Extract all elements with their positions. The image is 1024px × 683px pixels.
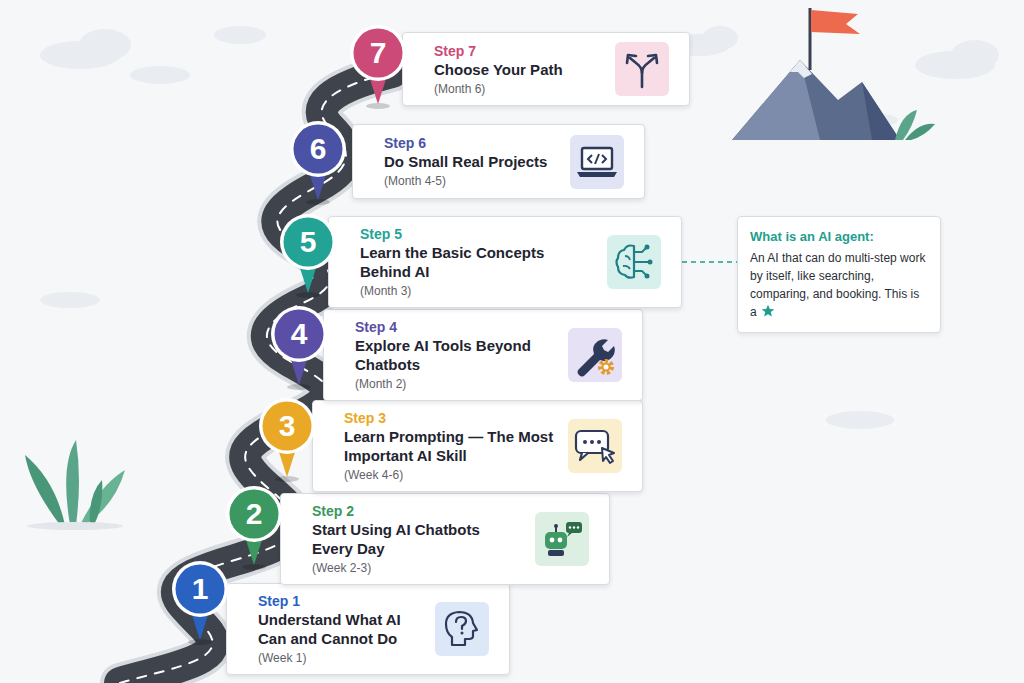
callout-body: An AI that can do multi-step work by its…: [750, 251, 925, 319]
step-title: Explore AI Tools Beyond Chatbots: [355, 336, 555, 374]
step-label: Step 1: [258, 592, 423, 610]
step-card: Step 5Learn the Basic Concepts Behind AI…: [328, 216, 682, 308]
clouds: [40, 26, 999, 429]
step-label: Step 3: [344, 409, 556, 427]
step-title: Learn the Basic Concepts Behind AI: [360, 243, 595, 281]
map-pin: 5: [279, 213, 337, 299]
step-icon: [568, 328, 622, 382]
map-pin: 4: [270, 305, 328, 391]
step-title: Start Using AI Chatbots Every Day: [312, 520, 523, 558]
callout-body-wrap: An AI that can do multi-step work by its…: [750, 249, 928, 321]
step-timing: (Month 3): [360, 283, 595, 299]
step-card: Step 6Do Small Real Projects (Month 4-5): [352, 124, 645, 199]
step-timing: (Week 4-6): [344, 467, 556, 483]
step-timing: (Month 6): [434, 81, 603, 97]
icon-graphic: [435, 602, 489, 656]
icon-graphic: [607, 235, 661, 289]
step-title: Choose Your Path: [434, 60, 603, 79]
step-label: Step 5: [360, 225, 595, 243]
callout-number: 6: [289, 120, 347, 178]
callout-box: What is an AI agent: An AI that can do mu…: [737, 216, 941, 333]
callout-heading: What is an AI agent:: [750, 228, 928, 246]
map-pin: 2: [225, 485, 283, 571]
callout-number: 1: [171, 560, 229, 618]
step-timing: (Week 2-3): [312, 560, 523, 576]
step-timing: (Month 2): [355, 376, 556, 392]
step-card: Step 7Choose Your Path (Month 6): [402, 32, 690, 106]
step-card: Step 3Learn Prompting — The Most Importa…: [312, 400, 643, 492]
step-title: Do Small Real Projects: [384, 152, 558, 171]
dashed-connector: [682, 261, 737, 263]
callout-number: 3: [258, 397, 316, 455]
step-card: Step 2Start Using AI Chatbots Every Day (…: [280, 493, 610, 585]
step-icon: [607, 235, 661, 289]
icon-graphic: [535, 512, 589, 566]
step-timing: (Week 1): [258, 650, 423, 666]
bushes: [25, 440, 125, 530]
map-pin: 7: [349, 24, 407, 110]
callout-number: 7: [349, 24, 407, 82]
step-icon: [535, 512, 589, 566]
callout-number: 4: [270, 305, 328, 363]
star-icon: [761, 304, 775, 318]
icon-graphic: [568, 328, 622, 382]
step-label: Step 2: [312, 502, 523, 520]
step-card: Step 4Explore AI Tools Beyond Chatbots (M…: [323, 309, 643, 401]
icon-graphic: [570, 135, 624, 189]
map-pin: 3: [258, 397, 316, 483]
callout-number: 5: [279, 213, 337, 271]
step-icon: [568, 419, 622, 473]
map-pin: 6: [289, 120, 347, 206]
icon-graphic: [615, 42, 669, 96]
step-icon: [570, 135, 624, 189]
step-icon: [435, 602, 489, 656]
mountain: [732, 8, 935, 140]
step-label: Step 7: [434, 42, 603, 60]
step-icon: [615, 42, 669, 96]
step-title: Understand What AI Can and Cannot Do: [258, 610, 423, 648]
step-label: Step 4: [355, 318, 556, 336]
icon-graphic: [568, 419, 622, 473]
step-label: Step 6: [384, 134, 558, 152]
step-timing: (Month 4-5): [384, 173, 558, 189]
step-title: Learn Prompting — The Most Important AI …: [344, 427, 556, 465]
step-card: Step 1Understand What AI Can and Cannot …: [226, 583, 510, 675]
callout-number: 2: [225, 485, 283, 543]
map-pin: 1: [171, 560, 229, 646]
